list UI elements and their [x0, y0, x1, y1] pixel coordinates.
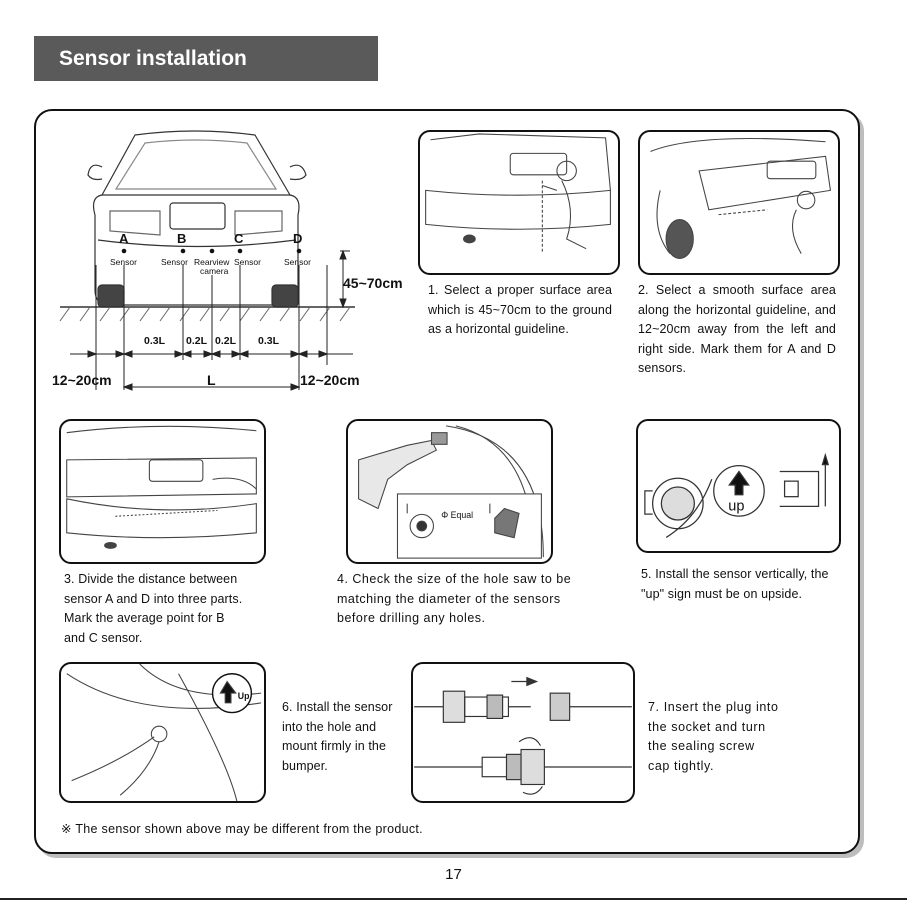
sensor-letter-b: B [177, 231, 187, 246]
sensor-letter-c: C [234, 231, 244, 246]
equal-label: Φ Equal [441, 510, 473, 520]
step3-illustration [59, 419, 266, 564]
segment-label-1: 0.3L [144, 335, 166, 347]
sensor-label-d: Sensor [284, 257, 311, 267]
step7-line-4: cap tightly. [648, 758, 715, 773]
segment-label-3: 0.2L [215, 335, 237, 347]
step6-line-4: bumper. [282, 758, 328, 773]
measure-height-illustration [425, 133, 611, 254]
step6-line-1: 6. Install the sensor [282, 700, 393, 714]
step5-illustration: up [636, 419, 841, 553]
step2-illustration [638, 130, 840, 275]
divide-distance-illustration [66, 425, 257, 549]
sensor-label-a: Sensor [110, 257, 137, 267]
car-outline-illustration [59, 130, 355, 391]
step4-line-3: before drilling any holes. [337, 611, 486, 625]
side-label-right: 12~20cm [300, 372, 360, 388]
step4-illustration: Φ Equal [346, 419, 553, 564]
step7-line-3: the sealing screw [648, 739, 755, 753]
step3-line-1: 3. Divide the distance between [64, 572, 238, 586]
step3-text: 3. Divide the distance between sensor A … [64, 570, 274, 648]
step3-line-2: sensor A and D into three parts. [64, 591, 243, 606]
plug-socket-illustration [414, 676, 632, 795]
footer-divider [0, 898, 907, 900]
step5-line-1: 5. Install the sensor vertically, the [641, 567, 829, 581]
page-number: 17 [445, 866, 462, 883]
step6-line-2: into the hole and [282, 719, 377, 734]
drill-holesaw-illustration: Φ Equal [358, 425, 544, 559]
step1-illustration [418, 130, 620, 275]
sensor-label-c: Sensor [234, 257, 261, 267]
section-title: Sensor installation [34, 36, 378, 81]
step3-line-4: and C sensor. [64, 630, 143, 645]
step4-text: 4. Check the size of the hole saw to be … [337, 570, 587, 629]
up-badge-label: Up [238, 691, 250, 701]
height-label: 45~70cm [343, 275, 403, 291]
disclaimer-note: ※ The sensor shown above may be differen… [61, 822, 423, 836]
segment-label-4: 0.3L [258, 335, 280, 347]
total-length-label: L [207, 372, 216, 388]
step4-line-1: 4. Check the size of the hole saw to be [337, 572, 572, 586]
step7-text: 7. Insert the plug into the socket and t… [648, 698, 838, 776]
step2-text: 2. Select a smooth surface area along th… [638, 283, 836, 375]
step7-illustration [411, 662, 635, 803]
sensor-letter-a: A [119, 231, 129, 246]
step6-line-3: mount firmly in the [282, 739, 387, 753]
mount-sensor-illustration: Up [66, 664, 262, 801]
step5-text: 5. Install the sensor vertically, the "u… [641, 565, 851, 604]
step3-line-3: Mark the average point for B [64, 611, 225, 625]
step5-line-2: "up" sign must be on upside. [641, 586, 803, 601]
step4-line-2: matching the diameter of the sensors [337, 591, 561, 606]
segment-label-2: 0.2L [186, 335, 208, 347]
camera-label-2: camera [200, 266, 229, 276]
sensor-letter-d: D [293, 231, 303, 246]
step7-line-2: the socket and turn [648, 719, 766, 734]
step6-illustration: Up [59, 662, 266, 803]
camera-label-1: Rearview [194, 257, 230, 267]
sensor-up-orientation-illustration: up [644, 452, 830, 538]
mark-corner-illustration [650, 137, 832, 259]
car-rear-diagram: A B C D Sensor Sensor Rearview camera Se… [50, 125, 415, 395]
sensor-label-b: Sensor [161, 257, 188, 267]
step1-text: 1. Select a proper surface area which is… [428, 283, 612, 336]
up-label: up [728, 498, 744, 514]
side-label-left: 12~20cm [52, 372, 112, 388]
step7-line-1: 7. Insert the plug into [648, 700, 779, 714]
step6-text: 6. Install the sensor into the hole and … [282, 698, 412, 776]
